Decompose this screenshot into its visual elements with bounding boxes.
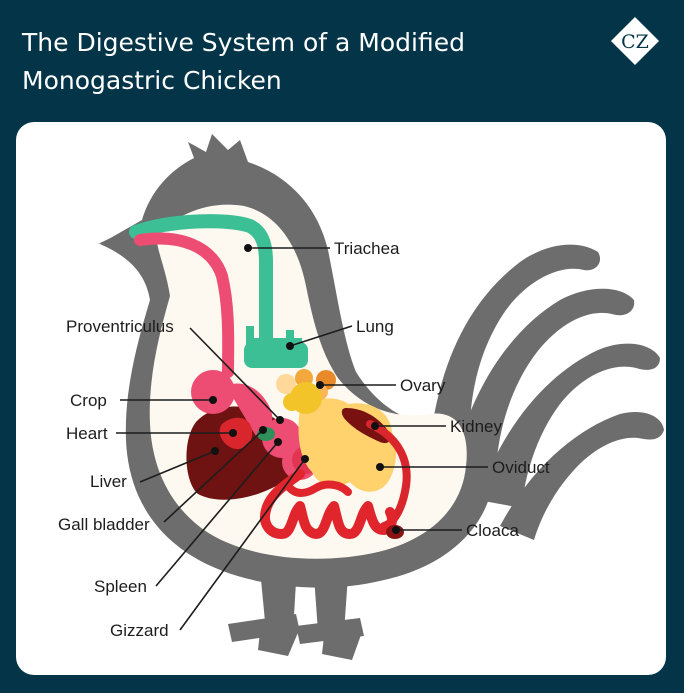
label-kidney: Kidney bbox=[450, 417, 502, 436]
label-cloaca: Cloaca bbox=[466, 521, 519, 540]
intestine-loop-lower bbox=[284, 480, 352, 497]
label-gizzard: Gizzard bbox=[110, 621, 169, 640]
label-liver: Liver bbox=[90, 472, 127, 491]
label-triachea: Triachea bbox=[334, 239, 400, 258]
label-proventriculus: Proventriculus bbox=[66, 317, 174, 336]
chicken-anatomy-diagram: Triachea Lung Proventriculus Ovary Crop … bbox=[58, 134, 664, 660]
esophagus-organ bbox=[134, 232, 235, 378]
kidney-organ bbox=[341, 408, 391, 444]
cz-diamond-logo: CZ bbox=[610, 16, 660, 66]
label-spleen: Spleen bbox=[94, 577, 147, 596]
label-gall-bladder: Gall bladder bbox=[58, 515, 150, 534]
diagram-panel: Triachea Lung Proventriculus Ovary Crop … bbox=[16, 122, 666, 675]
label-heart: Heart bbox=[66, 424, 108, 443]
leader-lines bbox=[116, 247, 488, 631]
ovary-organ bbox=[276, 369, 336, 414]
label-ovary: Ovary bbox=[400, 376, 446, 395]
intestine-organ bbox=[260, 469, 397, 539]
logo-text: CZ bbox=[621, 31, 649, 53]
label-crop: Crop bbox=[70, 391, 107, 410]
label-lung: Lung bbox=[356, 317, 394, 336]
chicken-tail bbox=[430, 244, 664, 540]
label-oviduct: Oviduct bbox=[492, 458, 550, 477]
leader-dots bbox=[209, 244, 400, 534]
page-title: The Digestive System of a Modified Monog… bbox=[22, 28, 465, 95]
